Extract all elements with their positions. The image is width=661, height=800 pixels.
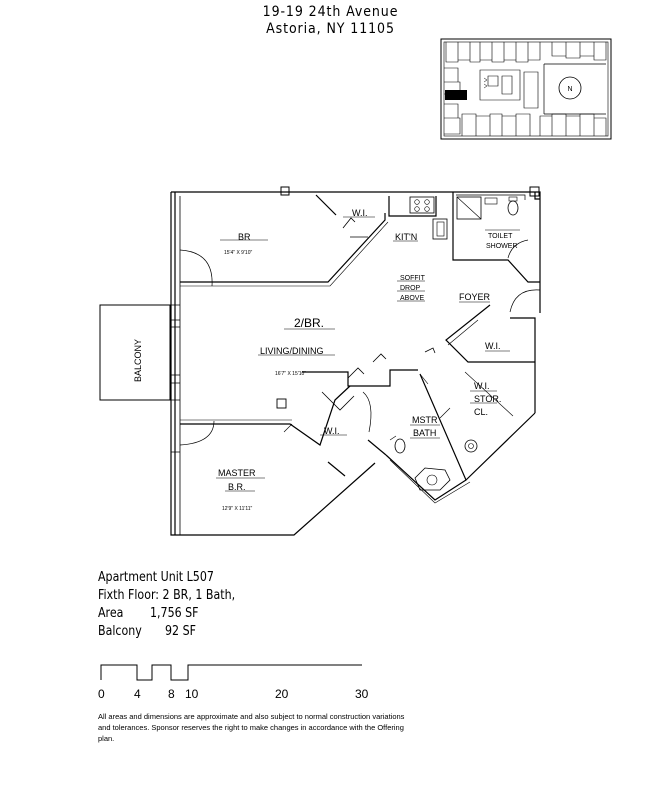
scale-tick-10: 10 <box>185 687 199 701</box>
master-br-label-1: MASTER <box>218 468 256 478</box>
soffit-label-2: DROP <box>400 285 421 292</box>
scale-tick-20: 20 <box>275 687 289 701</box>
key-plan-unit-highlight <box>445 90 467 100</box>
master-br-label-2: B.R. <box>228 482 246 492</box>
address-line-1: 19-19 24th Avenue <box>262 4 399 20</box>
key-plan: N <box>440 38 612 140</box>
unit-type-label: 2/BR. <box>294 316 324 330</box>
master-bath-label-2: BATH <box>413 428 436 438</box>
toilet-label: TOILET <box>488 233 513 240</box>
wi-label-1: W.I. <box>352 208 368 218</box>
exterior-wall-top <box>171 191 541 313</box>
stor-label-2: STOR. <box>474 394 501 404</box>
stor-label-3: CL. <box>474 407 488 417</box>
soffit-label-3: ABOVE <box>400 295 424 302</box>
scale-tick-4: 4 <box>134 687 141 701</box>
area-value: 1,756 SF <box>150 606 199 621</box>
foyer-label: FOYER <box>459 292 491 302</box>
floor-plan: BR 15'4" X 9'10" W.I. KIT'N TOILET SHOWE… <box>99 186 541 536</box>
wi-label-2: W.I. <box>485 341 501 351</box>
unit-floor: Fixth Floor: 2 BR, 1 Bath, <box>98 588 236 603</box>
disclaimer: All areas and dimensions are approximate… <box>98 712 405 743</box>
scale-bar: 0 4 8 10 20 30 <box>98 664 369 701</box>
balcony-area-value: 92 SF <box>165 624 196 639</box>
living-dining-label: LIVING/DINING <box>260 346 324 356</box>
balcony-outline <box>99 304 171 401</box>
address-line-2: Astoria, NY 11105 <box>266 21 395 37</box>
br-label: BR <box>238 232 251 242</box>
area-label: Area <box>98 606 124 621</box>
unit-number: Apartment Unit L507 <box>98 570 214 585</box>
scale-tick-30: 30 <box>355 687 369 701</box>
balcony-label: BALCONY <box>133 339 143 382</box>
master-bath-label-1: MSTR <box>412 415 438 425</box>
scale-tick-0: 0 <box>98 687 105 701</box>
shower-label: SHOWER <box>486 243 518 250</box>
scale-tick-8: 8 <box>168 687 175 701</box>
br-dimensions: 15'4" X 9'10" <box>224 250 252 256</box>
kitchen-label: KIT'N <box>395 232 417 242</box>
stor-label-1: W.I. <box>474 381 490 391</box>
living-dimensions: 16'7" X 15'10" <box>275 371 306 377</box>
north-label: N <box>567 86 572 93</box>
soffit-label-1: SOFFIT <box>400 275 426 282</box>
wi-label-3: W.I. <box>324 426 340 436</box>
master-br-dimensions: 12'9" X 11'11" <box>222 506 253 512</box>
balcony-area-label: Balcony <box>98 624 142 639</box>
